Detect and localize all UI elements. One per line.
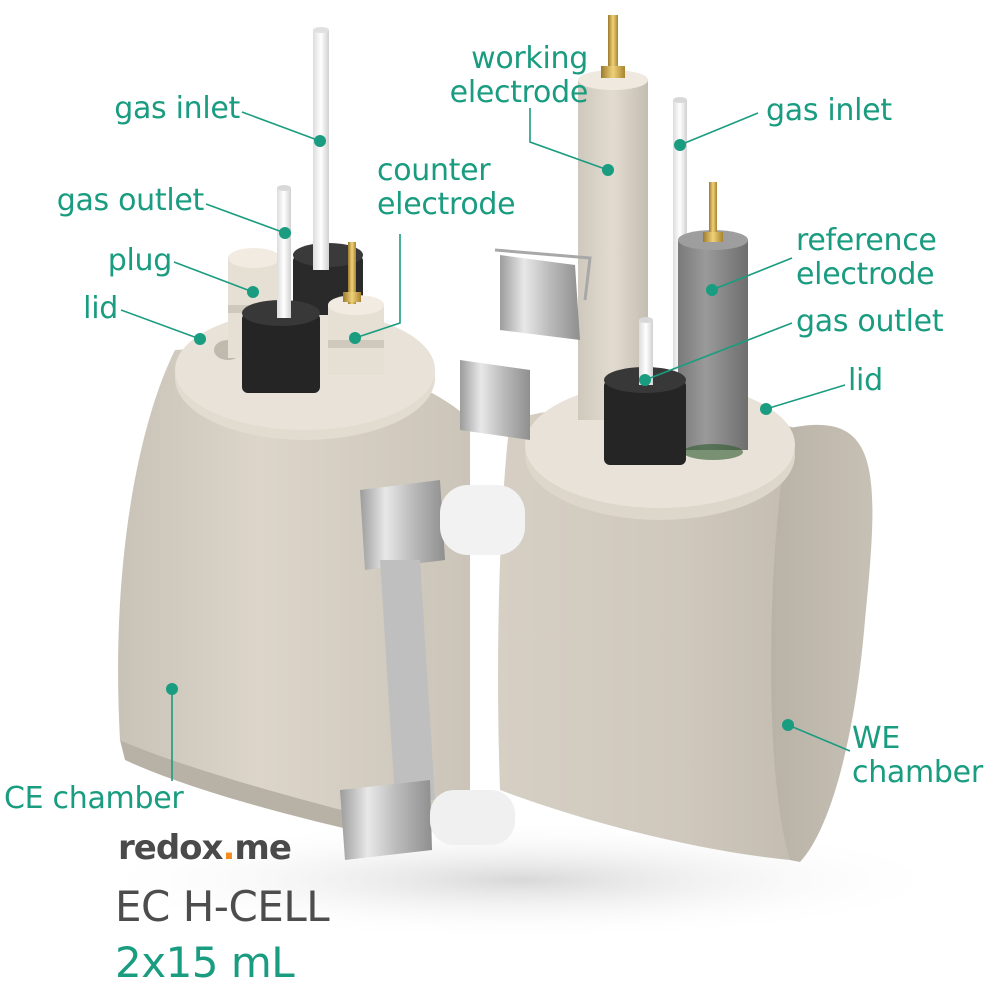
label-we-chamber: WE chamber [852, 721, 983, 790]
product-volume: 2x15 mL [115, 938, 295, 987]
label-we-gas-inlet: gas inlet [766, 93, 892, 128]
ce-gas-outlet [242, 185, 320, 393]
label-working-electrode: working electrode [449, 41, 589, 110]
label-we-gas-outlet: gas outlet [796, 304, 944, 339]
clamp-knob-lower [430, 790, 515, 845]
working-electrode [578, 15, 648, 420]
product-name: EC H-CELL [115, 882, 330, 931]
label-counter-electrode: counter electrode [377, 153, 516, 222]
label-plug: plug [107, 243, 173, 278]
label-we-lid: lid [848, 363, 883, 398]
we-chamber-body [498, 403, 873, 862]
brand-dot: . [222, 828, 235, 868]
label-ce-lid: lid [83, 291, 118, 326]
brand-logo: redox.me [118, 828, 292, 868]
clamp-knob-upper [440, 485, 525, 555]
clamp [340, 248, 592, 860]
label-ce-chamber: CE chamber [4, 781, 184, 816]
reference-electrode [678, 182, 748, 460]
label-ce-gas-inlet: gas inlet [114, 91, 240, 126]
leader-dots [166, 135, 794, 731]
counter-electrode [328, 242, 384, 375]
brand-name-part1: redox [118, 828, 223, 868]
label-ce-gas-outlet: gas outlet [56, 183, 205, 218]
label-reference-electrode: reference electrode [796, 223, 937, 292]
leader-lines [120, 108, 851, 781]
brand-name-part2: me [234, 828, 291, 868]
